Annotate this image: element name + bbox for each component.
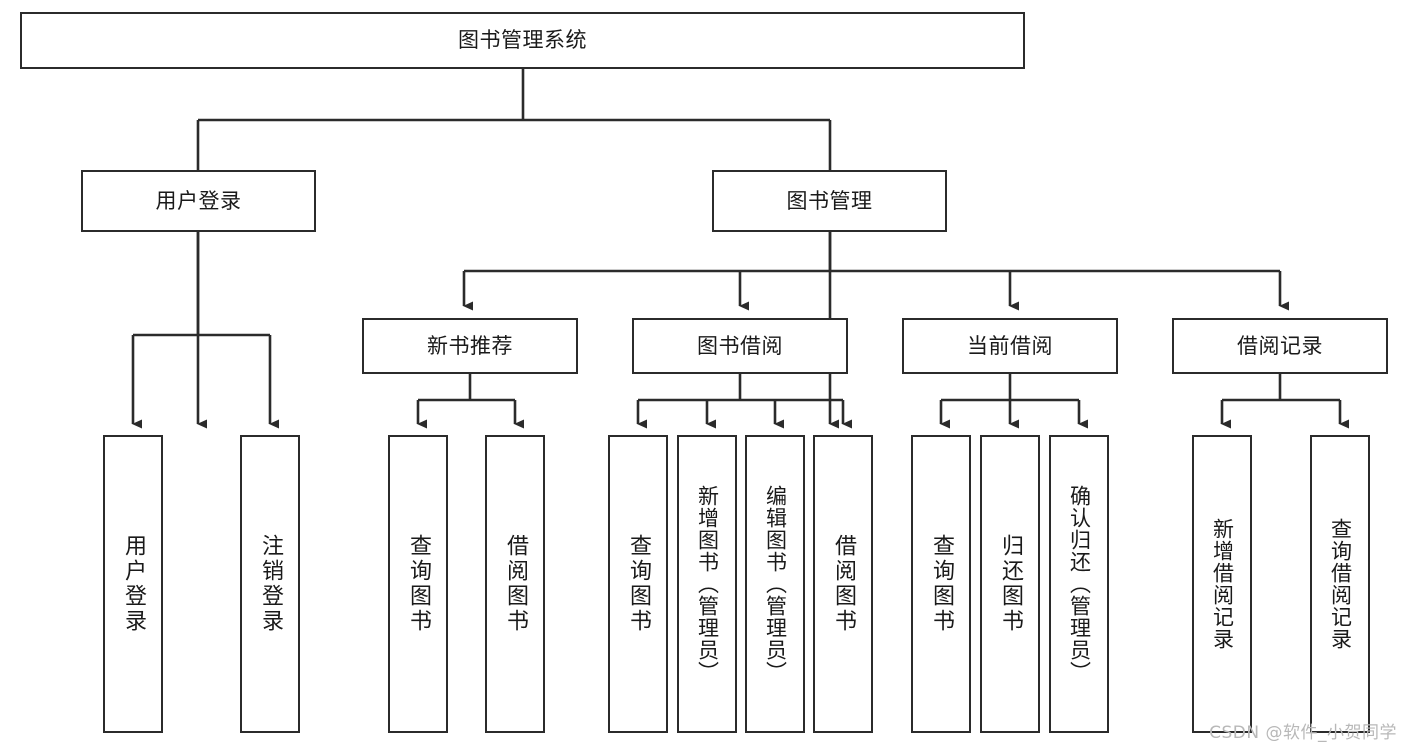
node-borrow-record-label: 借阅记录 bbox=[1237, 333, 1323, 358]
node-current-borrow-label: 当前借阅 bbox=[967, 333, 1053, 358]
leaf-book-borrow-query-label: 查询图书 bbox=[626, 534, 651, 634]
leaf-current-borrow-return-label: 归还图书 bbox=[998, 534, 1023, 634]
leaf-book-borrow-borrow-label: 借阅图书 bbox=[831, 534, 856, 634]
leaf-new-book-query-label: 查询图书 bbox=[406, 534, 431, 634]
node-root-system-label: 图书管理系统 bbox=[458, 28, 587, 53]
leaf-book-borrow-add-label: 新增图书（管理员） bbox=[695, 485, 720, 683]
leaf-user-login-login-label: 用户登录 bbox=[121, 534, 146, 634]
node-new-book-recommend[interactable]: 新书推荐 bbox=[362, 318, 578, 374]
leaf-book-borrow-edit-label: 编辑图书（管理员） bbox=[763, 485, 788, 683]
leaf-new-book-query[interactable]: 查询图书 bbox=[388, 435, 448, 733]
leaf-book-borrow-add[interactable]: 新增图书（管理员） bbox=[677, 435, 737, 733]
leaf-user-login-logout[interactable]: 注销登录 bbox=[240, 435, 300, 733]
node-book-borrow-label: 图书借阅 bbox=[697, 333, 783, 358]
leaf-borrow-record-query-label: 查询借阅记录 bbox=[1328, 518, 1353, 650]
node-current-borrow[interactable]: 当前借阅 bbox=[902, 318, 1118, 374]
leaf-book-borrow-edit[interactable]: 编辑图书（管理员） bbox=[745, 435, 805, 733]
leaf-current-borrow-query[interactable]: 查询图书 bbox=[911, 435, 971, 733]
leaf-borrow-record-add[interactable]: 新增借阅记录 bbox=[1192, 435, 1252, 733]
node-borrow-record[interactable]: 借阅记录 bbox=[1172, 318, 1388, 374]
node-book-management-label: 图书管理 bbox=[786, 188, 873, 213]
node-root-system[interactable]: 图书管理系统 bbox=[20, 12, 1025, 69]
leaf-user-login-login[interactable]: 用户登录 bbox=[103, 435, 163, 733]
leaf-borrow-record-query[interactable]: 查询借阅记录 bbox=[1310, 435, 1370, 733]
leaf-current-borrow-confirm-return[interactable]: 确认归还（管理员） bbox=[1049, 435, 1109, 733]
leaf-book-borrow-query[interactable]: 查询图书 bbox=[608, 435, 668, 733]
leaf-new-book-borrow-label: 借阅图书 bbox=[503, 534, 528, 634]
leaf-new-book-borrow[interactable]: 借阅图书 bbox=[485, 435, 545, 733]
node-new-book-recommend-label: 新书推荐 bbox=[427, 333, 513, 358]
node-user-login[interactable]: 用户登录 bbox=[81, 170, 316, 232]
leaf-user-login-logout-label: 注销登录 bbox=[258, 534, 283, 634]
leaf-current-borrow-confirm-return-label: 确认归还（管理员） bbox=[1067, 485, 1092, 683]
leaf-borrow-record-add-label: 新增借阅记录 bbox=[1210, 518, 1235, 650]
leaf-current-borrow-query-label: 查询图书 bbox=[929, 534, 954, 634]
leaf-current-borrow-return[interactable]: 归还图书 bbox=[980, 435, 1040, 733]
node-book-borrow[interactable]: 图书借阅 bbox=[632, 318, 848, 374]
node-book-management[interactable]: 图书管理 bbox=[712, 170, 947, 232]
node-user-login-label: 用户登录 bbox=[155, 188, 242, 213]
leaf-book-borrow-borrow[interactable]: 借阅图书 bbox=[813, 435, 873, 733]
